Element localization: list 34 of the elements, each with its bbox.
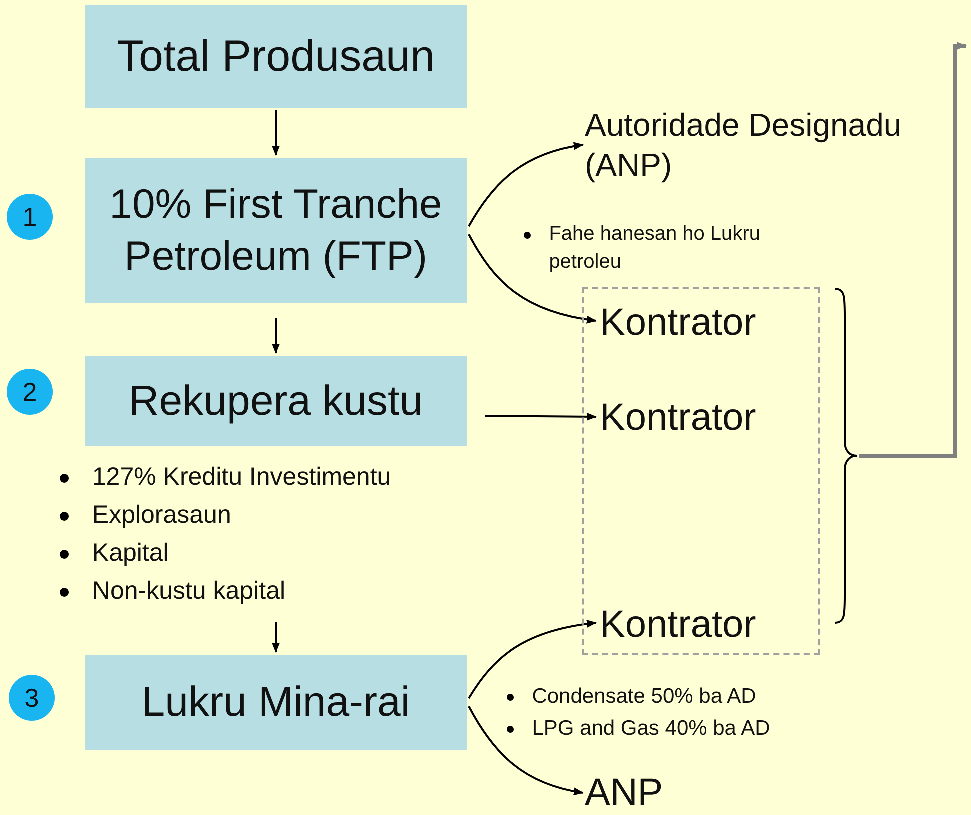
list-item-text: Fahe hanesan ho Lukru petroleu [549, 222, 762, 274]
node-label: Rekupera kustu [128, 376, 424, 426]
dashed-group-box [582, 287, 820, 655]
list-item-text: LPG and Gas 40% ba AD [532, 716, 770, 742]
list-item-text: Condensate 50% ba AD [532, 684, 756, 710]
node-label: Lukru Mina-rai [142, 677, 410, 728]
process-box [85, 158, 467, 303]
node-label: 3 [24, 682, 40, 714]
node-label: 2 [22, 376, 38, 408]
node-label: 10% First Tranche Petroleum (FTP) [108, 180, 444, 280]
process-box [85, 5, 467, 108]
process-box [85, 356, 467, 446]
curly-brace [833, 287, 859, 625]
node-label: Autoridade Designadu (ANP) [585, 106, 903, 185]
arrow [484, 412, 597, 421]
arrow [272, 622, 280, 653]
list-item-text: Kapital [92, 538, 169, 569]
arrow [272, 110, 280, 156]
list-item-text: Explorasaun [92, 500, 232, 531]
arrow [468, 234, 597, 324]
node-label: Kontrator [600, 399, 756, 437]
node-label: Kontrator [600, 606, 756, 644]
process-box [85, 655, 467, 750]
arrow [468, 142, 584, 227]
node-label: Total Produsaun [117, 31, 435, 83]
node-label: Kontrator [600, 304, 756, 342]
list-item-text: 127% Kreditu Investimentu [92, 462, 392, 493]
arrow [272, 318, 280, 354]
node-label: 1 [22, 200, 38, 234]
arrow [468, 620, 597, 700]
arrow [859, 42, 967, 458]
list-item-text: Non-kustu kapital [92, 576, 286, 607]
node-label: ANP [585, 774, 664, 812]
arrow [468, 706, 584, 796]
